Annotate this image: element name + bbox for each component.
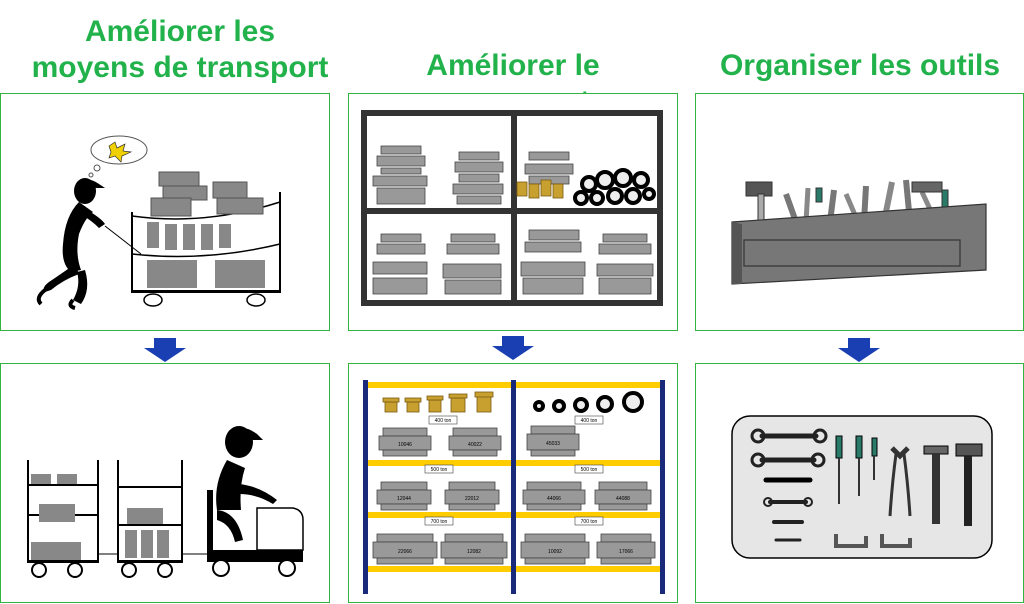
trolley-messy <box>131 171 281 307</box>
title-transport-line1: Améliorer les <box>84 15 276 48</box>
driver-silhouette-icon <box>216 426 277 542</box>
box-code-label: 12082 <box>467 549 481 555</box>
box-code-label: 22012 <box>465 496 479 502</box>
box-code-label: 40022 <box>468 442 482 448</box>
panel-rangement-before <box>348 93 678 331</box>
tonnage-label: 700 ton <box>431 519 448 525</box>
box-code-label: 45033 <box>546 441 560 447</box>
warehouse-rack-organised: 400 ton 400 ton 500 ton 500 ton 700 ton … <box>363 380 665 594</box>
tonnage-label: 400 ton <box>435 418 452 424</box>
down-arrow-icon <box>144 338 186 362</box>
box-code-label: 12044 <box>397 496 411 502</box>
box-code-label: 44088 <box>616 496 630 502</box>
tonnage-label: 500 ton <box>431 467 448 473</box>
title-outils: Organiser les outils <box>719 49 1001 82</box>
tonnage-label: 700 ton <box>581 519 598 525</box>
trolley-train <box>27 426 304 578</box>
panel-rangement-after: 400 ton 400 ton 500 ton 500 ton 700 ton … <box>348 363 678 603</box>
tonnage-label: 400 ton <box>581 418 598 424</box>
down-arrow-icon <box>838 338 880 362</box>
title-transport: Améliorer les moyens de transport <box>20 14 340 86</box>
warehouse-rack-messy <box>361 110 663 306</box>
panel-transport-before <box>0 93 330 331</box>
title-transport-line2: moyens de transport <box>31 51 329 84</box>
panel-outils-before <box>695 93 1024 331</box>
down-arrow-icon <box>492 336 534 360</box>
panel-outils-after <box>695 363 1024 603</box>
toolbox-icon <box>731 179 987 285</box>
box-code-label: 17066 <box>619 549 633 555</box>
box-code-label: 10092 <box>548 549 562 555</box>
worker-silhouette-icon <box>36 178 105 310</box>
box-code-label: 10046 <box>398 442 412 448</box>
tool-board-icon <box>731 415 993 559</box>
box-code-label: 44066 <box>547 496 561 502</box>
thought-bubble-icon <box>88 135 148 178</box>
tonnage-label: 500 ton <box>581 467 598 473</box>
box-code-label: 22066 <box>398 549 412 555</box>
panel-transport-after <box>0 363 330 603</box>
